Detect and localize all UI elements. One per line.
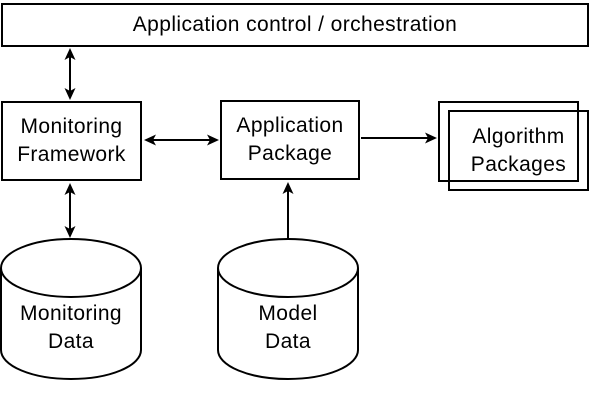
node-monitoring-framework: Monitoring Framework xyxy=(1,101,142,181)
node-monitoring-framework-label: Monitoring Framework xyxy=(17,115,126,166)
node-model-data: Model Data xyxy=(217,238,359,380)
edge-monitoringframework-applicationpackage xyxy=(144,134,219,146)
node-monitoring-data: Monitoring Data xyxy=(0,238,142,380)
edge-modeldata-applicationpackage xyxy=(282,182,294,239)
node-algorithm-packages-label: Algorithm Packages xyxy=(470,124,567,176)
cylinder-shape xyxy=(217,238,359,380)
node-application-package-label: Application Package xyxy=(236,114,344,165)
node-application-control-label: Application control / orchestration xyxy=(132,13,458,36)
node-application-package: Application Package xyxy=(220,100,360,180)
node-application-control: Application control / orchestration xyxy=(1,3,589,47)
node-model-data-label: Model Data xyxy=(258,302,318,353)
node-monitoring-data-label: Monitoring Data xyxy=(19,302,123,353)
edge-appcontrol-monitoringframework xyxy=(64,48,76,100)
node-algorithm-packages-back xyxy=(438,101,579,182)
edge-applicationpackage-algorithmpackages xyxy=(361,132,437,144)
edge-monitoringframework-monitoringdata xyxy=(64,183,76,238)
cylinder-shape xyxy=(0,238,142,380)
node-algorithm-packages: Algorithm Packages xyxy=(448,110,589,191)
